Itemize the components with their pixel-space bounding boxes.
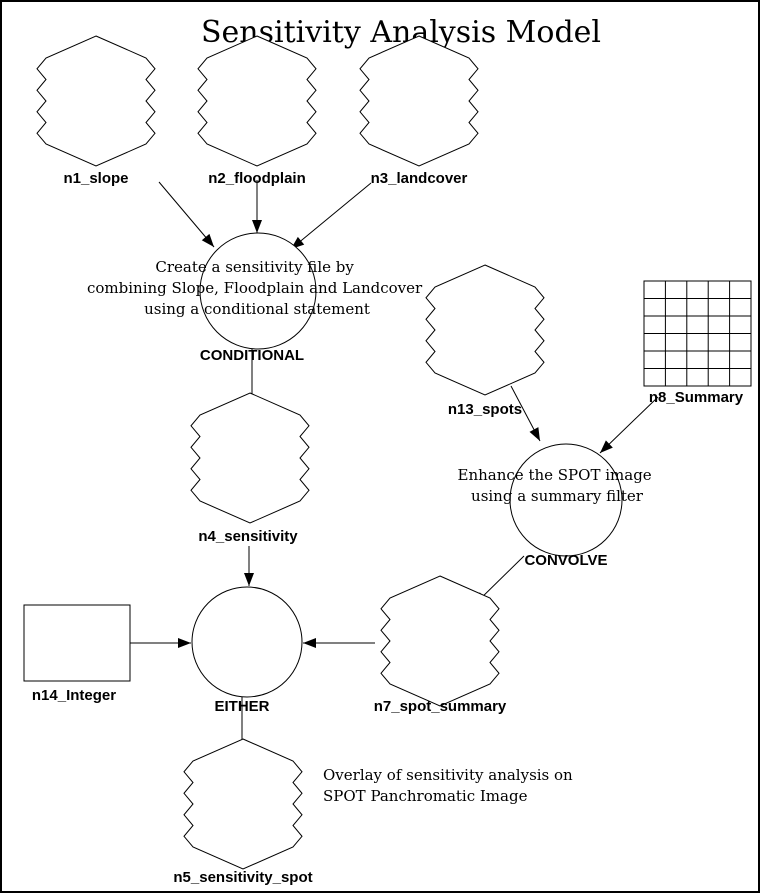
edge-n7-either xyxy=(303,638,375,648)
function-circle xyxy=(509,443,623,557)
function-circle xyxy=(191,586,303,698)
edge-n1-conditional xyxy=(158,181,215,248)
note-line: using a summary filter xyxy=(471,487,644,505)
edge-line xyxy=(158,181,215,248)
node-n3-landcover[interactable]: n3_landcover xyxy=(359,35,479,187)
edge-n14-either xyxy=(124,638,191,648)
node-label: n5_sensitivity_spot xyxy=(173,869,312,886)
note-line: Overlay of sensitivity analysis on xyxy=(323,766,573,784)
note-line: using a conditional statement xyxy=(144,300,370,318)
function-label: EITHER xyxy=(214,698,269,715)
arrowhead xyxy=(529,427,540,441)
raster-outline xyxy=(36,35,156,167)
note-line: Create a sensitivity file by xyxy=(155,258,354,276)
node-n13-spots[interactable]: n13_spots xyxy=(425,264,545,418)
matrix-icon xyxy=(643,280,752,387)
function-convolve[interactable]: CONVOLVE xyxy=(509,443,623,569)
node-n4-sensitivity[interactable]: n4_sensitivity xyxy=(190,392,310,545)
edge-n4-either xyxy=(244,546,254,586)
output-note: Overlay of sensitivity analysis on SPOT … xyxy=(323,766,578,805)
edge-n8-convolve xyxy=(599,396,659,454)
function-label: CONDITIONAL xyxy=(200,347,304,364)
node-label: n2_floodplain xyxy=(208,170,306,187)
edge-line xyxy=(599,396,659,454)
raster-icon xyxy=(197,35,317,167)
edge-n2-conditional xyxy=(252,180,262,233)
function-either[interactable]: EITHER xyxy=(191,586,303,715)
raster-outline xyxy=(197,35,317,167)
arrowhead xyxy=(244,573,254,586)
node-n5-sensitivity-spot[interactable]: n5_sensitivity_spot xyxy=(173,738,313,886)
node-label: n8_Summary xyxy=(649,389,744,406)
conditional-note: Create a sensitivity file by combining S… xyxy=(87,258,427,318)
note-line: Enhance the SPOT image xyxy=(458,466,652,484)
node-n14-integer[interactable]: n14_Integer xyxy=(23,604,131,704)
node-label: n4_sensitivity xyxy=(198,528,298,545)
raster-icon xyxy=(380,575,500,707)
raster-outline xyxy=(190,392,310,524)
node-n8-summary[interactable]: n8_Summary xyxy=(643,280,752,406)
node-label: n14_Integer xyxy=(32,687,116,704)
arrowhead xyxy=(201,233,214,247)
raster-icon xyxy=(36,35,156,167)
node-label: n1_slope xyxy=(63,170,128,187)
raster-outline xyxy=(183,738,303,870)
note-line: combining Slope, Floodplain and Landcove… xyxy=(87,279,423,297)
arrowhead xyxy=(600,440,613,453)
node-n2-floodplain[interactable]: n2_floodplain xyxy=(197,35,317,187)
raster-outline xyxy=(380,575,500,707)
note-line: SPOT Panchromatic Image xyxy=(323,787,528,805)
node-n7-spot-summary[interactable]: n7_spot_summary xyxy=(374,575,507,715)
node-n1-slope[interactable]: n1_slope xyxy=(36,35,156,187)
raster-outline xyxy=(359,35,479,167)
node-label: n3_landcover xyxy=(371,170,468,187)
node-label: n7_spot_summary xyxy=(374,698,507,715)
edge-n13-convolve xyxy=(510,385,541,442)
function-circle xyxy=(199,232,317,350)
raster-outline xyxy=(425,264,545,396)
arrowhead xyxy=(303,638,316,648)
raster-icon xyxy=(190,392,310,524)
raster-icon xyxy=(425,264,545,396)
convolve-note: Enhance the SPOT image using a summary f… xyxy=(458,466,657,505)
node-label: n13_spots xyxy=(448,401,522,418)
function-conditional[interactable]: CONDITIONAL xyxy=(199,232,317,364)
raster-icon xyxy=(183,738,303,870)
raster-icon xyxy=(359,35,479,167)
scalar-box xyxy=(23,604,131,682)
edge-line xyxy=(290,182,372,250)
arrowhead xyxy=(178,638,191,648)
arrowhead xyxy=(252,220,262,233)
function-label: CONVOLVE xyxy=(524,552,607,569)
